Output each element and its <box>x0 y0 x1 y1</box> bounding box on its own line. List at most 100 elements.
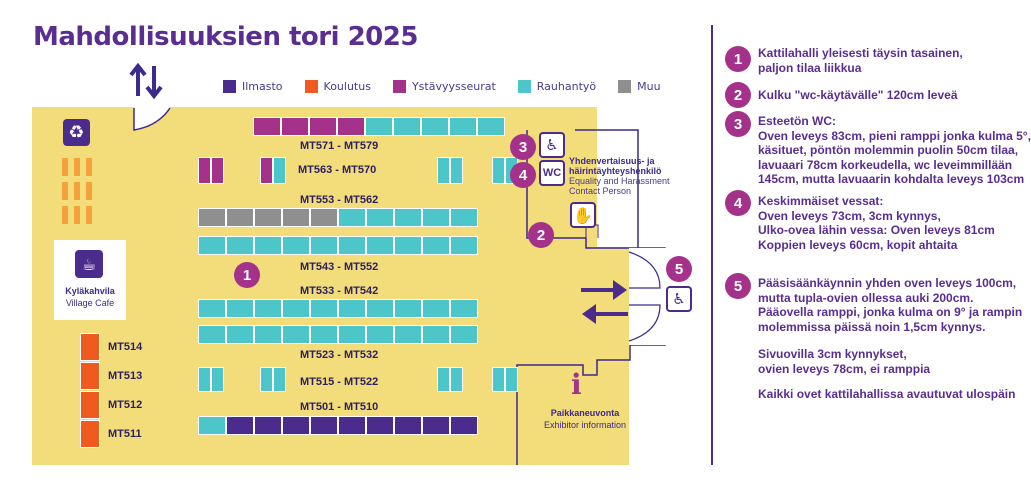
booth[interactable] <box>198 325 226 344</box>
note-5-line: mutta tupla-ovien ollessa auki 200cm. <box>758 290 974 305</box>
booth[interactable] <box>260 367 273 392</box>
booth[interactable] <box>394 208 422 227</box>
booth[interactable] <box>450 236 478 255</box>
equality-contact-label: Yhdenvertaisuus- ja häirintäyhteyshenkil… <box>569 156 670 196</box>
booth[interactable] <box>282 208 310 227</box>
booth[interactable] <box>437 367 450 392</box>
booth[interactable] <box>226 236 254 255</box>
note-2-line: Kulku "wc-käytävälle" 120cm leveä <box>758 88 958 102</box>
booth[interactable] <box>366 236 394 255</box>
booth[interactable] <box>450 325 478 344</box>
booth[interactable] <box>310 299 338 318</box>
booth[interactable] <box>80 362 100 390</box>
booth[interactable] <box>505 367 518 392</box>
note-4-line: Koppien leveys 60cm, kopit ahtaita <box>758 237 958 252</box>
equality-line2: häirintäyhteyshenkilö <box>569 166 662 176</box>
booth[interactable] <box>273 157 286 184</box>
booth[interactable] <box>450 157 463 184</box>
booth[interactable] <box>337 117 365 136</box>
booth[interactable] <box>422 208 450 227</box>
booth[interactable] <box>450 416 478 435</box>
booth[interactable] <box>422 236 450 255</box>
booth[interactable] <box>366 416 394 435</box>
note-5-line: molemmissa päissä noin 1,5cm kynnys. <box>758 319 986 334</box>
booth[interactable] <box>421 117 449 136</box>
booth[interactable] <box>198 157 211 184</box>
legend-swatch-koulutus <box>304 80 318 93</box>
booth[interactable] <box>198 367 211 392</box>
booth[interactable] <box>437 157 450 184</box>
booth[interactable] <box>310 208 338 227</box>
booth[interactable] <box>338 299 366 318</box>
booth[interactable] <box>338 325 366 344</box>
legend-label-muu: Muu <box>637 80 661 93</box>
booth[interactable] <box>282 299 310 318</box>
booth[interactable] <box>450 299 478 318</box>
booth[interactable] <box>477 117 505 136</box>
booth[interactable] <box>198 236 226 255</box>
booth[interactable] <box>394 416 422 435</box>
booth[interactable] <box>338 416 366 435</box>
booth[interactable] <box>394 299 422 318</box>
booth[interactable] <box>282 325 310 344</box>
booth[interactable] <box>366 299 394 318</box>
booth[interactable] <box>492 157 505 184</box>
booth[interactable] <box>366 325 394 344</box>
note-1-line: Kattilahalli yleisesti täysin tasainen, <box>758 46 963 60</box>
note-2: Kulku "wc-käytävälle" 120cm leveä <box>758 88 958 103</box>
booth[interactable] <box>309 117 337 136</box>
booth[interactable] <box>253 117 281 136</box>
booth[interactable] <box>338 236 366 255</box>
booth[interactable] <box>254 416 282 435</box>
map-marker-3: 3 <box>510 134 536 160</box>
booth[interactable] <box>365 117 393 136</box>
page-title: Mahdollisuuksien tori 2025 <box>33 22 418 52</box>
booth[interactable] <box>450 367 463 392</box>
booth[interactable] <box>260 157 273 184</box>
booth[interactable] <box>281 117 309 136</box>
booth[interactable] <box>254 236 282 255</box>
map-marker-1: 1 <box>234 262 260 288</box>
booth[interactable] <box>254 208 282 227</box>
booth[interactable] <box>394 236 422 255</box>
booth[interactable] <box>80 391 100 419</box>
booth[interactable] <box>273 367 286 392</box>
booth[interactable] <box>226 416 254 435</box>
booth[interactable] <box>310 325 338 344</box>
booth[interactable] <box>422 299 450 318</box>
booth[interactable] <box>282 236 310 255</box>
booth-label-mt511: MT511 <box>108 428 142 440</box>
booth[interactable] <box>282 416 310 435</box>
booth[interactable] <box>226 325 254 344</box>
booth-label-mt513: MT513 <box>108 370 143 382</box>
booth[interactable] <box>492 367 505 392</box>
booth[interactable] <box>450 208 478 227</box>
booth[interactable] <box>211 367 224 392</box>
note-1: Kattilahalli yleisesti täysin tasainen, … <box>758 46 963 75</box>
booth[interactable] <box>198 299 226 318</box>
booth[interactable] <box>394 325 422 344</box>
booth[interactable] <box>80 333 100 361</box>
booth[interactable] <box>310 236 338 255</box>
booth[interactable] <box>226 208 254 227</box>
row-label-mt533: MT533 - MT542 <box>300 285 379 297</box>
note-6: Sivuovilla 3cm kynnykset, ovien leveys 7… <box>758 347 930 376</box>
booth[interactable] <box>338 208 366 227</box>
storage-racks <box>62 158 92 224</box>
booth[interactable] <box>310 416 338 435</box>
booth[interactable] <box>422 325 450 344</box>
booth[interactable] <box>422 416 450 435</box>
booth[interactable] <box>226 299 254 318</box>
booth[interactable] <box>198 208 226 227</box>
note-4-line: Ulko-ovea lähin vessa: Oven leveys 81cm <box>758 223 995 237</box>
booth[interactable] <box>254 299 282 318</box>
booth[interactable] <box>449 117 477 136</box>
legend-swatch-rauhantyo <box>517 80 531 93</box>
booth[interactable] <box>198 416 226 435</box>
booth[interactable] <box>254 325 282 344</box>
booth[interactable] <box>366 208 394 227</box>
note-7-line: Kaikki ovet kattilahallissa avautuvat ul… <box>758 387 1016 401</box>
booth[interactable] <box>80 420 100 448</box>
booth[interactable] <box>211 157 224 184</box>
booth[interactable] <box>393 117 421 136</box>
